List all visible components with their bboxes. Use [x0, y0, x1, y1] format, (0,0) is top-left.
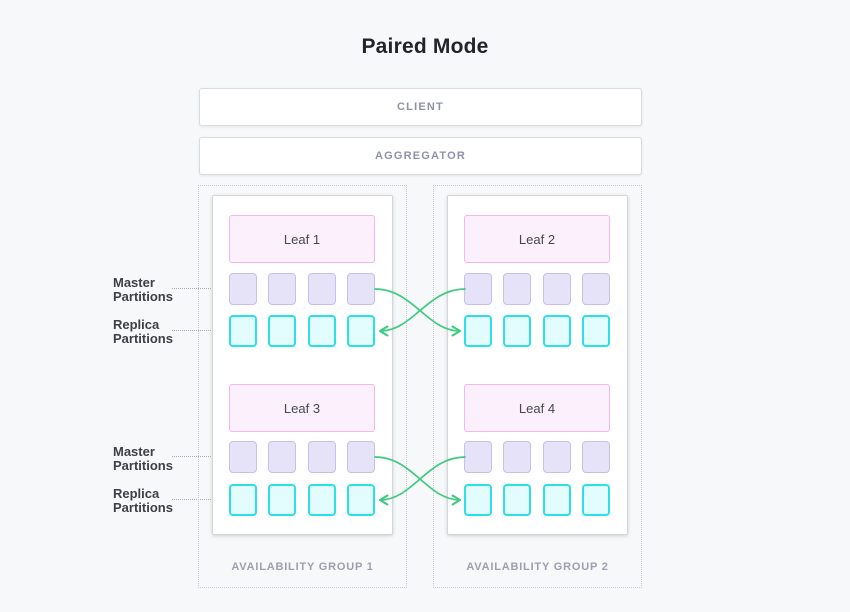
leaf-3: Leaf 3	[229, 384, 375, 432]
leaf-host-box-2: Leaf 2 Leaf 4	[447, 195, 628, 535]
leader-line	[172, 330, 229, 331]
replica-partitions-label-bottom: Replica Partitions	[113, 486, 173, 515]
leaf-2-master-partition-row	[464, 273, 610, 305]
master-partitions-label-top: Master Partitions	[113, 275, 173, 304]
master-partition-box	[542, 441, 571, 473]
leaf-4-label: Leaf 4	[518, 400, 556, 416]
leader-line	[172, 288, 229, 289]
master-partition-box	[503, 441, 532, 473]
replica-partition-box	[464, 484, 492, 516]
master-partition-box	[307, 273, 336, 305]
leaf-1-label: Leaf 1	[283, 231, 321, 247]
leaf-4-replica-partition-row	[464, 484, 610, 516]
leaf-4-master-partition-row	[464, 441, 610, 473]
leaf-2-replica-partition-row	[464, 315, 610, 347]
aggregator-node-label: AGGREGATOR	[374, 150, 467, 162]
replica-partition-box	[229, 315, 257, 347]
replica-partition-box	[307, 484, 336, 516]
leader-line	[172, 499, 229, 500]
master-partitions-label-bottom: Master Partitions	[113, 444, 173, 473]
master-partition-box	[268, 273, 297, 305]
master-partition-box	[464, 441, 492, 473]
leader-line	[172, 456, 229, 457]
client-node-label: CLIENT	[397, 101, 444, 113]
master-partition-box	[229, 441, 257, 473]
replica-partition-box	[307, 315, 336, 347]
leaf-3-master-partition-row	[229, 441, 375, 473]
replica-partition-box	[464, 315, 492, 347]
leaf-3-replica-partition-row	[229, 484, 375, 516]
replica-partition-box	[229, 484, 257, 516]
leaf-2-label: Leaf 2	[518, 231, 556, 247]
leaf-4: Leaf 4	[464, 384, 610, 432]
availability-group-2: Leaf 2 Leaf 4	[433, 185, 642, 588]
availability-group-1-label: AVAILABILITY GROUP 1	[231, 561, 374, 573]
replica-partition-box	[503, 484, 532, 516]
leaf-1-replica-partition-row	[229, 315, 375, 347]
master-partition-box	[346, 441, 375, 473]
leaf-3-label: Leaf 3	[283, 400, 321, 416]
master-partition-box	[581, 441, 610, 473]
master-partition-box	[268, 441, 297, 473]
replica-partition-box	[268, 484, 297, 516]
aggregator-node: AGGREGATOR	[199, 137, 642, 175]
replica-partition-box	[542, 484, 571, 516]
master-partition-box	[307, 441, 336, 473]
replica-partition-box	[581, 484, 610, 516]
replica-partition-box	[503, 315, 532, 347]
master-partition-box	[581, 273, 610, 305]
master-partition-box	[542, 273, 571, 305]
master-partition-box	[503, 273, 532, 305]
page-title: Paired Mode	[361, 35, 489, 58]
leaf-host-box-1: Leaf 1 Leaf 3	[212, 195, 393, 535]
replica-partition-box	[581, 315, 610, 347]
availability-group-2-label: AVAILABILITY GROUP 2	[466, 561, 609, 573]
replica-partition-box	[346, 315, 375, 347]
leaf-1-master-partition-row	[229, 273, 375, 305]
replica-partition-box	[346, 484, 375, 516]
leaf-1: Leaf 1	[229, 215, 375, 263]
client-node: CLIENT	[199, 88, 642, 126]
availability-group-1: Leaf 1 Leaf 3	[198, 185, 407, 588]
master-partition-box	[346, 273, 375, 305]
replica-partitions-label-top: Replica Partitions	[113, 317, 173, 346]
replica-partition-box	[268, 315, 297, 347]
replica-partition-box	[542, 315, 571, 347]
leaf-2: Leaf 2	[464, 215, 610, 263]
master-partition-box	[464, 273, 492, 305]
master-partition-box	[229, 273, 257, 305]
